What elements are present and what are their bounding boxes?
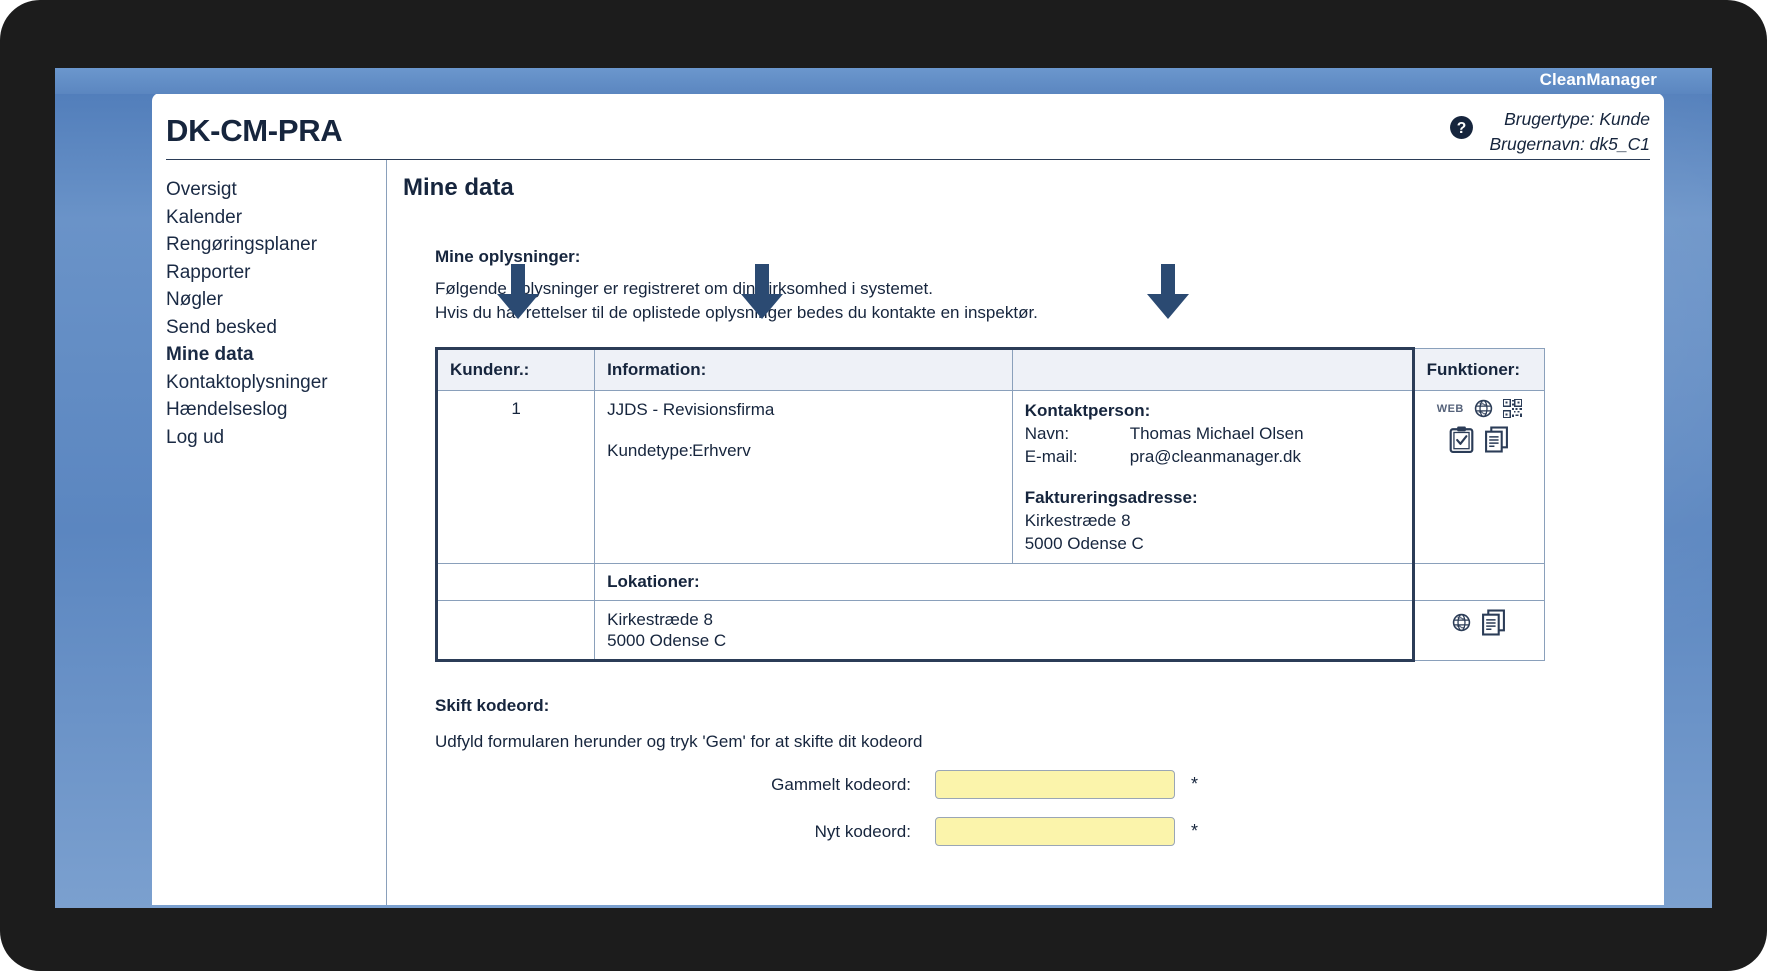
cell-customer-no: 1	[434, 390, 596, 564]
required-indicator: *	[1191, 774, 1199, 794]
table-row-locations-heading: Lokationer:	[434, 563, 1546, 601]
sidebar-item-log-ud[interactable]: Log ud	[166, 426, 225, 448]
app-body: Oversigt Kalender Rengøringsplaner Rappo…	[152, 160, 1664, 905]
sidebar-item-mine-data[interactable]: Mine data	[166, 344, 254, 365]
info-line-2: Hvis du har rettelser til de oplistede o…	[435, 303, 1038, 322]
user-name: Brugernavn: dk5_C1	[1489, 134, 1650, 154]
column-header-blank	[1011, 347, 1415, 391]
cell-functions: WEB	[1412, 390, 1546, 564]
sidebar-item-haendelseslog[interactable]: Hændelseslog	[166, 399, 288, 420]
cell-location-address: Kirkestræde 8 5000 Odense C	[594, 600, 1415, 662]
cell-empty-left	[434, 563, 596, 601]
customer-type-value: Erhverv	[692, 441, 751, 460]
copy-documents-icon[interactable]	[1481, 609, 1506, 636]
sidebar-item-kalender[interactable]: Kalender	[166, 206, 243, 228]
sidebar-item-oversigt[interactable]: Oversigt	[166, 179, 237, 200]
old-password-label: Gammelt kodeord:	[771, 774, 911, 794]
old-password-row: Gammelt kodeord: *	[435, 770, 1664, 799]
new-password-label: Nyt kodeord:	[814, 821, 911, 841]
functions-icon-row-2	[1427, 426, 1532, 453]
billing-city: 5000 Odense C	[1024, 534, 1144, 553]
copy-documents-icon[interactable]	[1484, 426, 1509, 453]
change-password-heading: Skift kodeord:	[435, 696, 550, 715]
cell-information: JJDS - Revisionsfirma Kundetype: Erhverv	[594, 390, 1013, 564]
cell-empty-functions	[1412, 563, 1546, 601]
new-password-input[interactable]	[935, 817, 1175, 846]
sidebar-item-rengoringsplaner[interactable]: Rengøringsplaner	[166, 234, 318, 255]
contact-email-label: E-mail:	[1024, 447, 1078, 466]
table-row-customer: 1 JJDS - Revisionsfirma Kundetype: Erhve…	[434, 390, 1546, 564]
billing-heading: Faktureringsadresse:	[1024, 488, 1198, 507]
required-indicator: *	[1191, 821, 1199, 841]
sidebar-item-rapporter[interactable]: Rapporter	[166, 261, 251, 283]
customer-data-table-wrapper: Kundenr.: Information: Funktioner: 1	[434, 347, 1546, 662]
qr-code-icon[interactable]	[1501, 398, 1523, 419]
billing-street: Kirkestræde 8	[1024, 511, 1131, 530]
functions-icon-row-1: WEB	[1427, 398, 1532, 419]
contact-name-value: Thomas Michael Olsen	[1129, 424, 1304, 443]
clipboard-check-icon[interactable]	[1449, 426, 1474, 453]
location-icon-row	[1427, 609, 1532, 636]
column-header-functions: Funktioner:	[1412, 348, 1546, 391]
spacer	[607, 420, 1000, 440]
cell-empty-left-2	[434, 600, 596, 662]
old-password-input[interactable]	[935, 770, 1175, 799]
sidebar-navigation: Oversigt Kalender Rengøringsplaner Rappo…	[152, 160, 387, 905]
sidebar-item-kontaktoplysninger[interactable]: Kontaktoplysninger	[166, 371, 328, 393]
cell-contact-and-billing: Kontaktperson: Navn: Thomas Michael Olse…	[1011, 390, 1415, 564]
spacer	[1025, 468, 1400, 486]
brand-bar: CleanManager	[55, 68, 1712, 94]
web-label: WEB	[1436, 402, 1464, 415]
info-section-heading: Mine oplysninger:	[435, 247, 581, 266]
main-content: Mine data Mine oplysninger: Følgende opl…	[387, 160, 1664, 905]
customer-data-table: Kundenr.: Information: Funktioner: 1	[434, 347, 1546, 662]
customer-type-row: Kundetype: Erhverv	[607, 440, 1000, 461]
customer-type-label: Kundetype:	[607, 441, 694, 460]
table-body: 1 JJDS - Revisionsfirma Kundetype: Erhve…	[434, 390, 1546, 662]
app-header: DK-CM-PRA ? Brugertype: Kunde Brugernavn…	[166, 93, 1650, 160]
page-title: Mine data	[403, 174, 514, 201]
question-mark-circle-icon[interactable]: ?	[1449, 115, 1474, 140]
location-street: Kirkestræde 8	[607, 610, 713, 629]
table-row-location: Kirkestræde 8 5000 Odense C	[434, 600, 1546, 662]
globe-icon[interactable]	[1452, 613, 1471, 632]
brand-name: CleanManager	[1539, 70, 1657, 89]
svg-text:?: ?	[1457, 120, 1467, 137]
location-city: 5000 Odense C	[607, 631, 727, 650]
column-header-information: Information:	[594, 347, 1013, 391]
company-name: JJDS - Revisionsfirma	[607, 400, 775, 419]
new-password-row: Nyt kodeord: *	[435, 817, 1664, 846]
contact-email-row: E-mail: pra@cleanmanager.dk	[1025, 445, 1400, 468]
contact-heading: Kontaktperson:	[1024, 401, 1151, 420]
change-password-description: Udfyld formularen herunder og tryk 'Gem'…	[435, 732, 923, 751]
globe-icon[interactable]	[1474, 399, 1493, 418]
user-type: Brugertype: Kunde	[1504, 109, 1650, 129]
contact-name-label: Navn:	[1024, 424, 1070, 443]
application-card: DK-CM-PRA ? Brugertype: Kunde Brugernavn…	[152, 93, 1664, 905]
sidebar-item-send-besked[interactable]: Send besked	[166, 316, 277, 338]
sidebar-item-nogler[interactable]: Nøgler	[166, 289, 224, 310]
locations-heading: Lokationer:	[594, 563, 1415, 601]
screen-viewport: CleanManager DK-CM-PRA ? Brugertype: Kun…	[55, 68, 1712, 908]
cell-location-functions	[1412, 600, 1546, 661]
table-header: Kundenr.: Information: Funktioner:	[434, 347, 1546, 391]
page-heading-title: DK-CM-PRA	[166, 113, 343, 148]
table-header-row: Kundenr.: Information: Funktioner:	[434, 347, 1546, 391]
user-info: Brugertype: Kunde Brugernavn: dk5_C1	[1489, 107, 1650, 157]
column-header-customer-no: Kundenr.:	[434, 347, 596, 391]
contact-name-row: Navn: Thomas Michael Olsen	[1025, 422, 1400, 445]
contact-email-value: pra@cleanmanager.dk	[1129, 447, 1302, 466]
info-line-1: Følgende oplysninger er registreret om d…	[435, 279, 933, 298]
